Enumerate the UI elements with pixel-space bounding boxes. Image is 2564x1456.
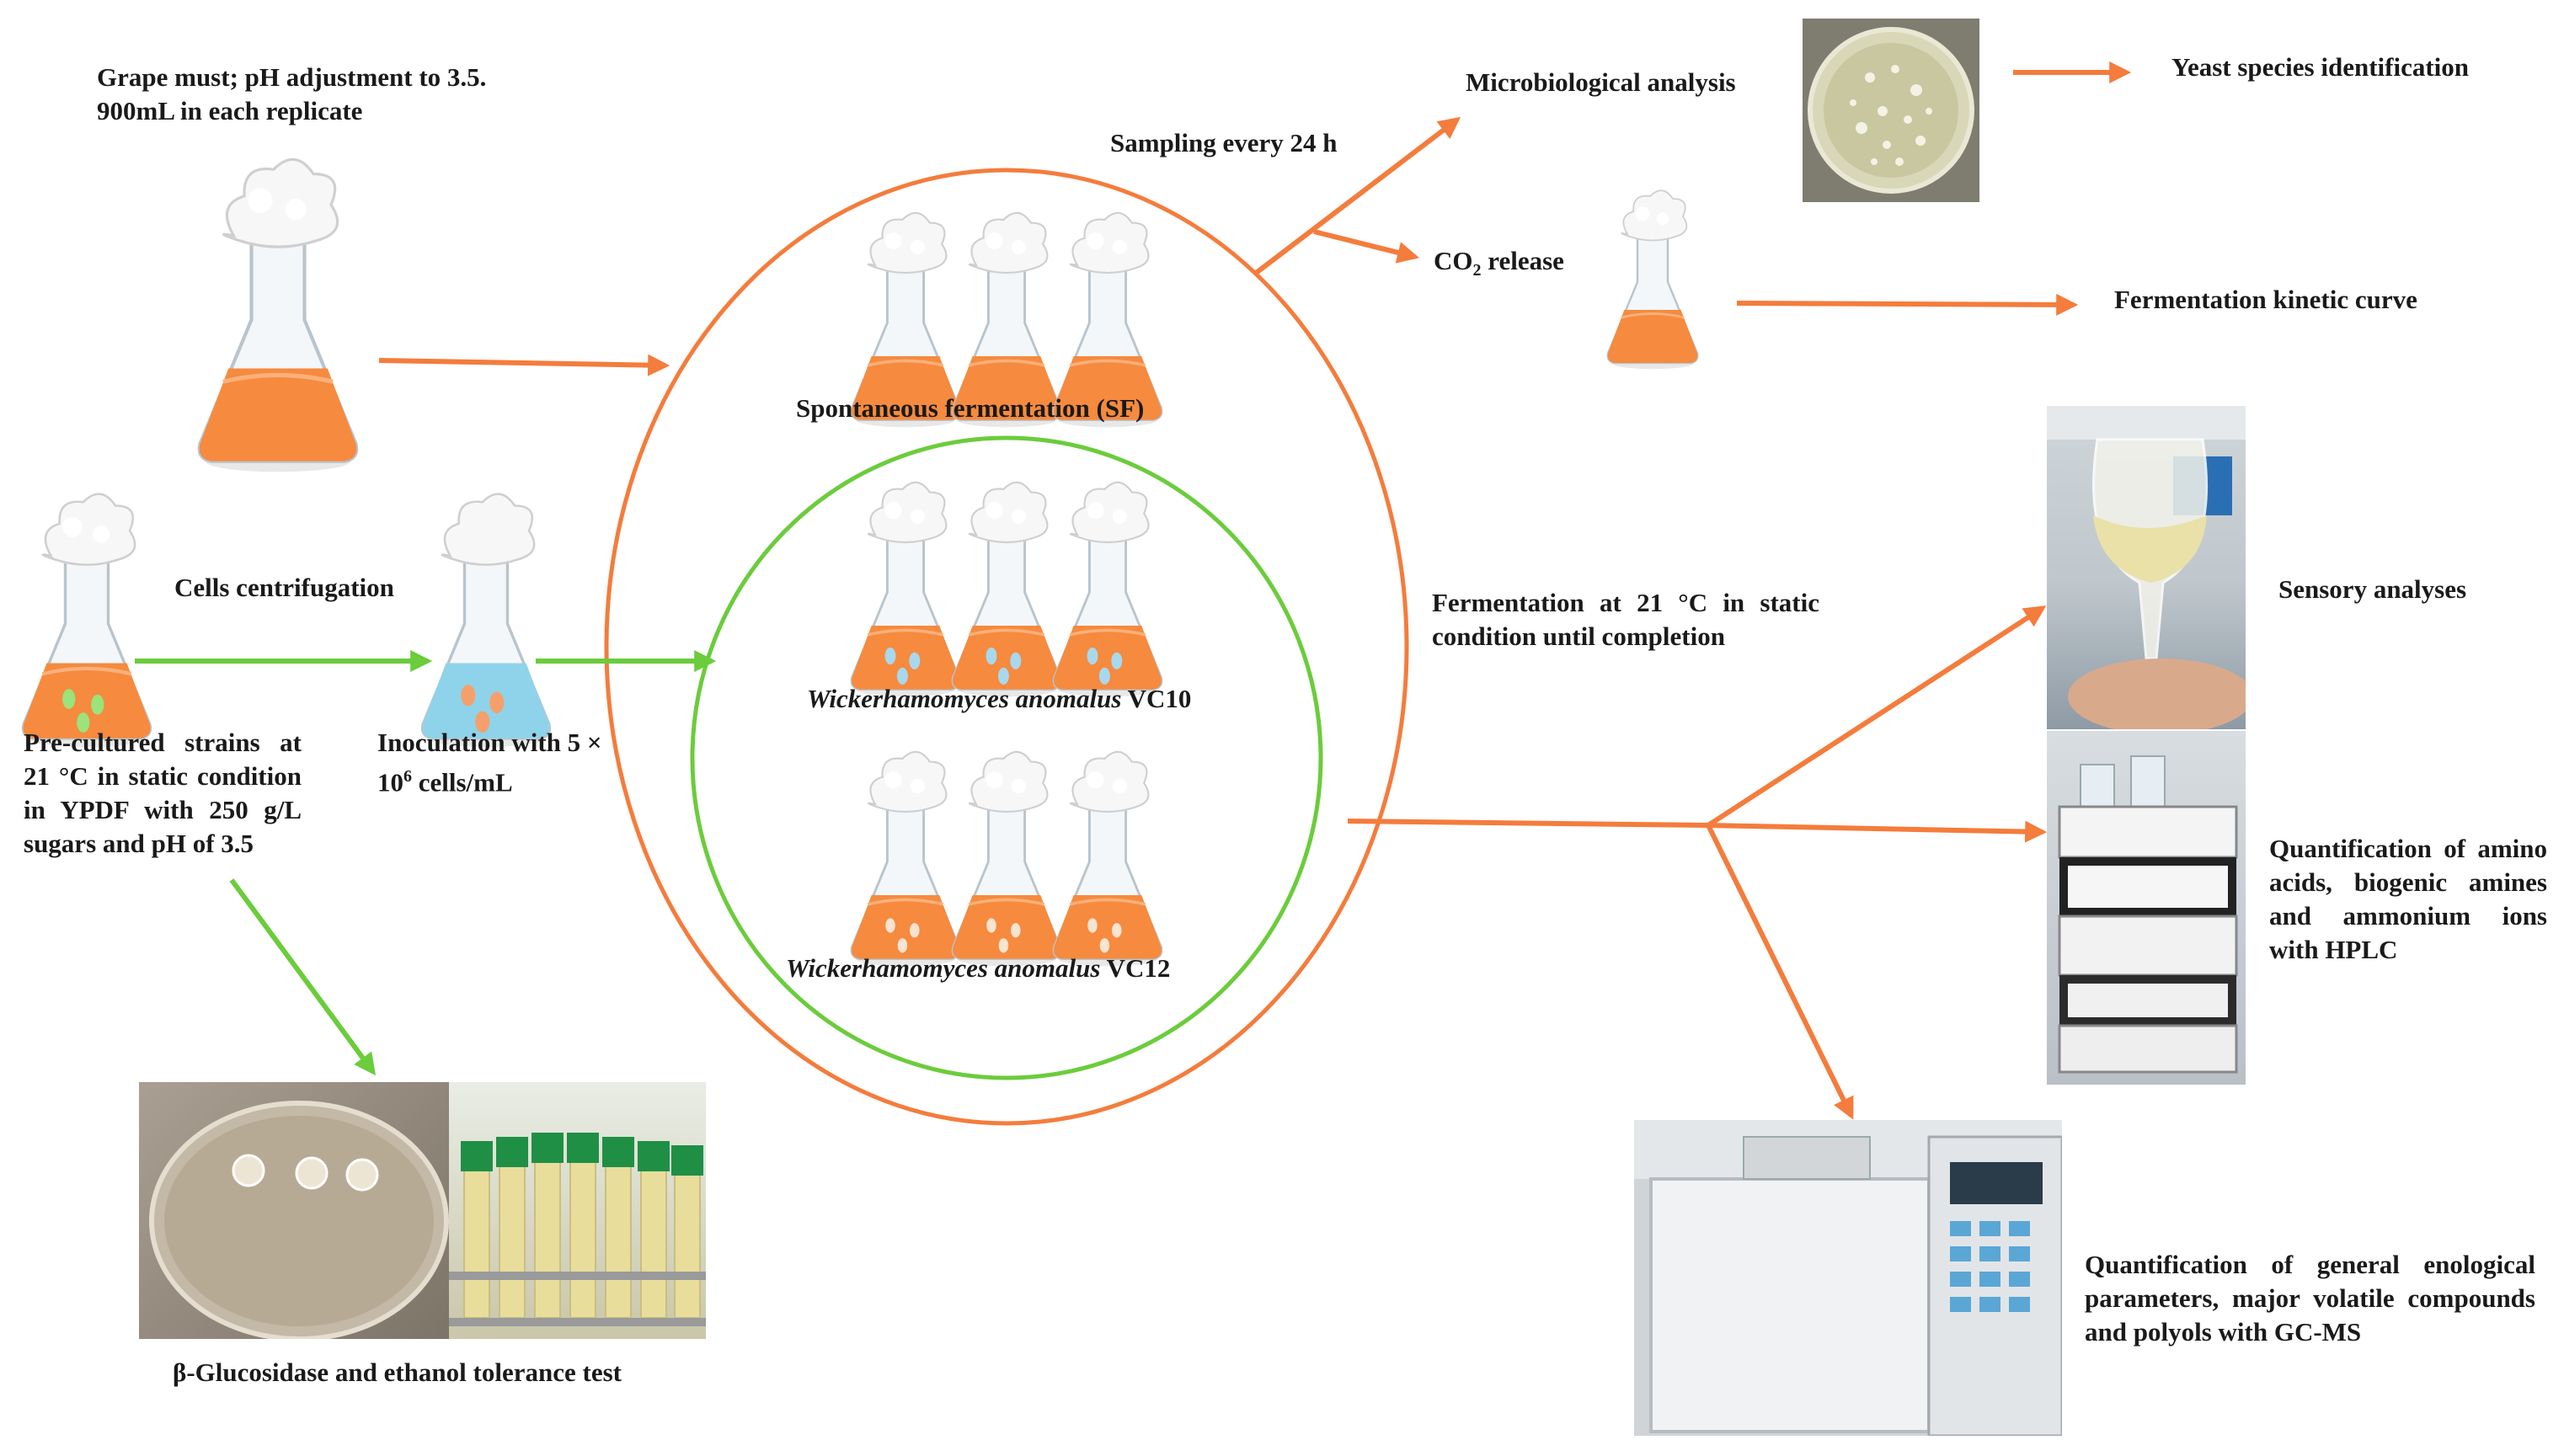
pre-cultured-label: Pre-cultured strains at 21 °C in static … (24, 728, 302, 858)
vc12-flask-icon (1052, 750, 1163, 968)
arrow-to-sensory (1707, 605, 2047, 828)
vc10-flask-icon (850, 481, 961, 699)
yeast-id-label: Yeast species identification (2171, 52, 2470, 82)
arrow-sampling-micro (1253, 116, 1461, 276)
arrow-to-gcms (1706, 824, 1854, 1120)
cells-centrifugation-label: Cells centrifugation (174, 573, 394, 602)
hplc-photo (2047, 731, 2246, 1085)
gcms-label: Quantification of general enological par… (2085, 1250, 2535, 1347)
ethanol-tubes-photo (449, 1082, 706, 1339)
vc10-flask-icon (951, 481, 1062, 699)
kinetic-curve-label: Fermentation kinetic curve (2114, 285, 2417, 314)
sensory-label: Sensory analyses (2278, 574, 2467, 604)
vc12-flask-icon (850, 750, 961, 968)
wine-glass-photo (2047, 406, 2246, 729)
petri-dish-photo (1803, 19, 1979, 202)
arrow-to-hplc (1707, 820, 2048, 843)
co2-release-text: release (1481, 246, 1564, 275)
vc12-flask-icon (951, 750, 1062, 968)
vc12-label: Wickerhamomyces anomalus VC12 (786, 952, 1241, 985)
outer-fermentation-circle (604, 168, 1409, 1126)
co2-label: CO2 release (1434, 244, 1644, 287)
arrow-must-to-fermentation (378, 354, 670, 376)
inoculation-exponent: 6 (403, 767, 412, 786)
vc10-strain: VC10 (1121, 684, 1192, 713)
sampling-label: Sampling every 24 h (1110, 128, 1338, 157)
inoculation-label: Inoculation with 5 × 106 cells/mL (377, 726, 622, 799)
glucosidase-test-label: β-Glucosidase and ethanol tolerance test (173, 1357, 622, 1387)
co2-text: CO (1434, 246, 1473, 275)
vc12-strain: VC12 (1100, 953, 1171, 983)
fermentation-condition-label: Fermentation at 21 °C in static conditio… (1432, 588, 1819, 651)
inner-inoculated-circle (690, 435, 1323, 1080)
vc10-species: Wickerhamomyces anomalus (807, 684, 1122, 713)
co2-subscript: 2 (1472, 261, 1482, 280)
pre-culture-flask-icon (24, 494, 151, 747)
gc-ms-photo (1634, 1120, 2062, 1436)
arrow-to-analyses-trunk (1347, 819, 1709, 828)
vc10-flask-icon (1052, 481, 1163, 699)
inoculum-flask-icon (420, 492, 552, 749)
arrow-sampling-co2 (1313, 229, 1420, 264)
spontaneous-fermentation-label: Spontaneous fermentation (SF) (796, 393, 1145, 423)
hplc-label: Quantification of amino acids, biogenic … (2269, 834, 2547, 964)
grape-must-flask-icon (200, 159, 356, 472)
inoculation-text: Inoculation with 5 × 10 (377, 728, 602, 797)
glucosidase-plate-photo (139, 1082, 449, 1339)
grape-must-label: Grape must; pH adjustment to 3.5. 900mL … (97, 62, 487, 125)
arrow-to-kinetic-curve (1736, 293, 2079, 316)
arrow-to-glucosidase-test (229, 878, 377, 1076)
vc12-species: Wickerhamomyces anomalus (786, 953, 1101, 983)
microbiological-label: Microbiological analysis (1466, 67, 1736, 97)
vc10-label: Wickerhamomyces anomalus VC10 (807, 682, 1262, 716)
inoculation-unit: cells/mL (412, 767, 513, 797)
